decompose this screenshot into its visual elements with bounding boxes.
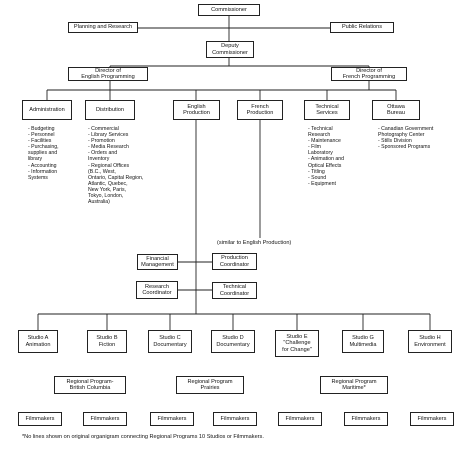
filmmakers-box: Filmmakers: [18, 412, 62, 426]
filmmakers-box: Filmmakers: [344, 412, 388, 426]
administration-box: Administration: [22, 100, 72, 120]
studio-e-box: Studio E "Challenge for Change": [275, 330, 319, 357]
filmmakers-box: Filmmakers: [213, 412, 257, 426]
list-item: - Film Laboratory: [308, 144, 333, 157]
list-item: - Maintenance: [308, 138, 341, 145]
list-item: - Library Services: [88, 132, 129, 139]
list-item: - Orders and Inventory: [88, 150, 118, 163]
list-item: - Technical Research: [308, 126, 333, 139]
director-french-box: Director of French Programming: [331, 67, 407, 81]
regional-bc-box: Regional Program- British Columbia: [54, 376, 126, 394]
ottawa-bureau-box: Ottawa Bureau: [372, 100, 420, 120]
list-item: - Accounting: [28, 162, 57, 169]
list-item: - Purchasing, supplies and library: [28, 144, 59, 163]
list-item: - Equipment: [308, 180, 336, 187]
production-coordinator-box: Production Coordinator: [212, 253, 257, 270]
studio-a-box: Studio A Animation: [18, 330, 58, 353]
commissioner-box: Commissioner: [198, 4, 260, 16]
studio-b-box: Studio B Fiction: [87, 330, 127, 353]
distribution-box: Distribution: [85, 100, 135, 120]
regional-prairies-box: Regional Program Prairies: [176, 376, 244, 394]
planning-research-box: Planning and Research: [68, 22, 138, 33]
studio-g-box: Studio G Multimedia: [342, 330, 384, 353]
public-relations-box: Public Relations: [330, 22, 394, 33]
list-item: - Facilities: [28, 138, 52, 145]
studio-c-box: Studio C Documentary: [148, 330, 192, 353]
list-item: - Budgeting: [28, 126, 55, 132]
financial-management-box: Financial Management: [137, 254, 178, 270]
director-english-box: Director of English Programming: [68, 67, 148, 81]
list-item: - Animation and Optical Effects: [308, 156, 345, 169]
french-production-box: French Production: [237, 100, 283, 120]
research-coordinator-box: Research Coordinator: [136, 281, 178, 299]
deputy-commissioner-box: Deputy Commissioner: [206, 41, 254, 58]
list-item: - Media Research: [88, 144, 129, 151]
administration-list: - Budgeting - Personnel - Facilities - P…: [28, 126, 80, 181]
list-item: - Regional Offices (B.C., West, Ontario,…: [88, 162, 144, 206]
regional-maritime-box: Regional Program Maritime*: [320, 376, 388, 394]
similar-note: (similar to English Production): [217, 240, 292, 246]
english-production-box: English Production: [173, 100, 220, 120]
filmmakers-box: Filmmakers: [278, 412, 322, 426]
filmmakers-box: Filmmakers: [83, 412, 127, 426]
filmmakers-box: Filmmakers: [410, 412, 454, 426]
footnote: *No lines shown on original organigram c…: [22, 434, 264, 440]
list-item: - Promotion: [88, 138, 115, 145]
studio-d-box: Studio D Documentary: [211, 330, 255, 353]
technical-coordinator-box: Technical Coordinator: [212, 282, 257, 299]
technical-services-box: Technical Services: [304, 100, 350, 120]
filmmakers-box: Filmmakers: [150, 412, 194, 426]
list-item: - Canadian Government Photography Center: [378, 126, 434, 139]
list-item: - Personnel: [28, 132, 55, 139]
studio-h-box: Studio H Environment: [408, 330, 452, 353]
list-item: - Sound: [308, 174, 327, 181]
list-item: - Stills Division: [378, 138, 412, 145]
list-item: - Sponsored Programs: [378, 144, 431, 151]
ottawa-bureau-list: - Canadian Government Photography Center…: [378, 126, 468, 150]
list-item: - Information Systems: [28, 168, 58, 181]
technical-services-list: - Technical Research - Maintenance - Fil…: [308, 126, 370, 187]
list-item: - Titling: [308, 168, 325, 175]
distribution-list: - Commercial - Library Services - Promot…: [88, 126, 168, 205]
list-item: - Commercial: [88, 126, 119, 132]
